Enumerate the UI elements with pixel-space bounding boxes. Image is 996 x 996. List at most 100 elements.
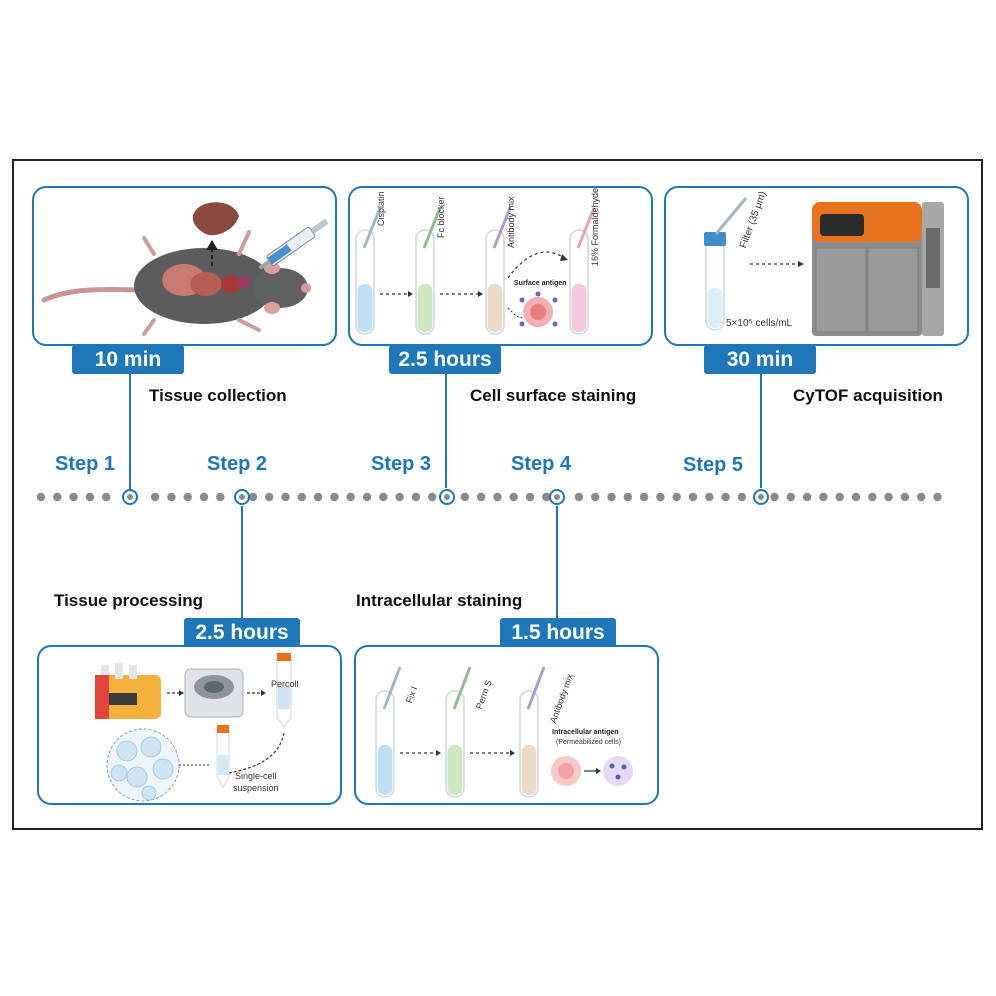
timeline-dot: [721, 492, 730, 502]
timeline-dot: [591, 492, 600, 502]
connector-step1: [129, 374, 131, 490]
panel-cell-surface-staining: Cisplatin Fc blocker Antibody mix 16% Fo…: [348, 186, 653, 346]
timeline-dot: [819, 492, 828, 502]
step-title-1: Tissue collection: [149, 386, 287, 405]
tube-perm: [445, 690, 465, 798]
timeline-dot: [330, 492, 339, 502]
timeline-dot: [216, 492, 225, 502]
timeline-dot: [395, 492, 404, 502]
timeline-dot: [737, 492, 747, 502]
timeline-dot: [639, 492, 649, 502]
step-label-3: Step 3: [371, 453, 432, 475]
tissue-processing-illustration: [95, 653, 292, 802]
timeline-dot: [362, 492, 372, 502]
timeline-dot: [460, 492, 469, 502]
timeline-dot: [933, 492, 942, 502]
connector-step2: [241, 506, 243, 622]
tube-label-antibody-mix: Antibody mix: [506, 196, 516, 248]
panel-cytof-acquisition: Filter (35 μm) 5×10⁵ cells/mL: [664, 186, 969, 346]
timeline-dot: [917, 492, 926, 502]
timeline-dot: [835, 492, 844, 502]
timeline-dot: [802, 492, 812, 502]
step-label-2: Step 2: [207, 453, 268, 475]
timeline-dot: [36, 492, 46, 502]
timeline-node-step3: [439, 489, 455, 505]
mouse-illustration: [41, 202, 329, 336]
timeline-node-step2: [234, 489, 250, 505]
cell-concentration-label: 5×10⁵ cells/mL: [726, 318, 793, 329]
timeline-dot: [411, 492, 421, 502]
step-title-4: Intracellular staining: [356, 591, 523, 610]
timeline-dot: [199, 492, 209, 502]
suspension-label-line1: Single-cell: [235, 771, 277, 781]
time-badge-step1: 10 min: [72, 345, 184, 374]
timeline-dot: [851, 492, 861, 502]
time-badge-step3: 2.5 hours: [389, 345, 501, 374]
timeline-dot: [379, 492, 388, 502]
step-label-4: Step 4: [511, 453, 572, 475]
intracellular-staining-illustration: [375, 666, 633, 798]
timeline-dot: [428, 492, 437, 502]
timeline-dot: [85, 492, 95, 502]
timeline-dot: [281, 492, 290, 502]
timeline-dot: [623, 492, 632, 502]
connector-step4: [556, 506, 558, 622]
panel-intracellular-staining: Fix I Perm S Antibody mix Intracellular …: [354, 645, 659, 805]
time-badge-step5: 30 min: [704, 345, 816, 374]
percoll-label: Percoll: [271, 679, 299, 689]
timeline-dot: [313, 492, 323, 502]
step-label-1: Step 1: [55, 453, 116, 475]
timeline-node-step1: [122, 489, 138, 505]
timeline-dot: [574, 492, 584, 502]
timeline-dot: [265, 492, 274, 502]
connector-step5: [760, 374, 762, 488]
timeline-dot: [476, 492, 486, 502]
cytof-illustration: [704, 197, 944, 336]
time-badge-step2: 2.5 hours: [184, 618, 300, 647]
timeline-dot: [102, 492, 111, 502]
timeline-dot: [167, 492, 176, 502]
tube-3: [485, 229, 505, 335]
tube-label-cisplatin: Cisplatin: [376, 191, 386, 226]
tube-1: [355, 229, 375, 335]
timeline-node-step5: [753, 489, 769, 505]
timeline-dot: [248, 492, 258, 502]
suspension-label-line2: suspension: [233, 783, 279, 793]
timeline-dot: [542, 492, 551, 502]
timeline-node-step4: [549, 489, 565, 505]
timeline-dot: [493, 492, 502, 502]
timeline-dot: [607, 492, 616, 502]
timeline-dot: [183, 492, 192, 502]
timeline-dot: [346, 492, 355, 502]
tube-4: [569, 229, 589, 335]
surface-staining-illustration: [355, 207, 596, 335]
panel-tissue-collection: [32, 186, 337, 346]
step-title-5: CyTOF acquisition: [793, 386, 943, 405]
timeline-dot: [688, 492, 698, 502]
step-title-2: Tissue processing: [54, 591, 203, 610]
timeline-dot: [297, 492, 306, 502]
timeline-dot: [786, 492, 795, 502]
timeline-dot: [53, 492, 62, 502]
tube-2: [415, 229, 435, 335]
panel-tissue-processing: Percoll Single-cell suspension: [37, 645, 342, 805]
timeline-dot: [672, 492, 681, 502]
timeline-dot: [525, 492, 535, 502]
step-title-3: Cell surface staining: [470, 386, 637, 405]
timeline-dot: [770, 492, 779, 502]
step-label-5: Step 5: [683, 454, 744, 476]
timeline-dot: [705, 492, 714, 502]
connector-step3: [445, 374, 447, 488]
time-badge-step4: 1.5 hours: [500, 618, 616, 647]
tube-label-fc-blocker: Fc blocker: [436, 196, 446, 238]
timeline-dot: [69, 492, 78, 502]
tube-label-formaldehyde: 16% Formaldehyde: [590, 187, 600, 266]
timeline-dot: [656, 492, 665, 502]
tube-antibody: [519, 690, 539, 798]
surface-antigen-label: Surface antigen: [514, 280, 567, 287]
timeline-dot: [868, 492, 877, 502]
timeline-dot: [884, 492, 893, 502]
timeline-dot: [900, 492, 910, 502]
tube-fix: [375, 690, 395, 798]
